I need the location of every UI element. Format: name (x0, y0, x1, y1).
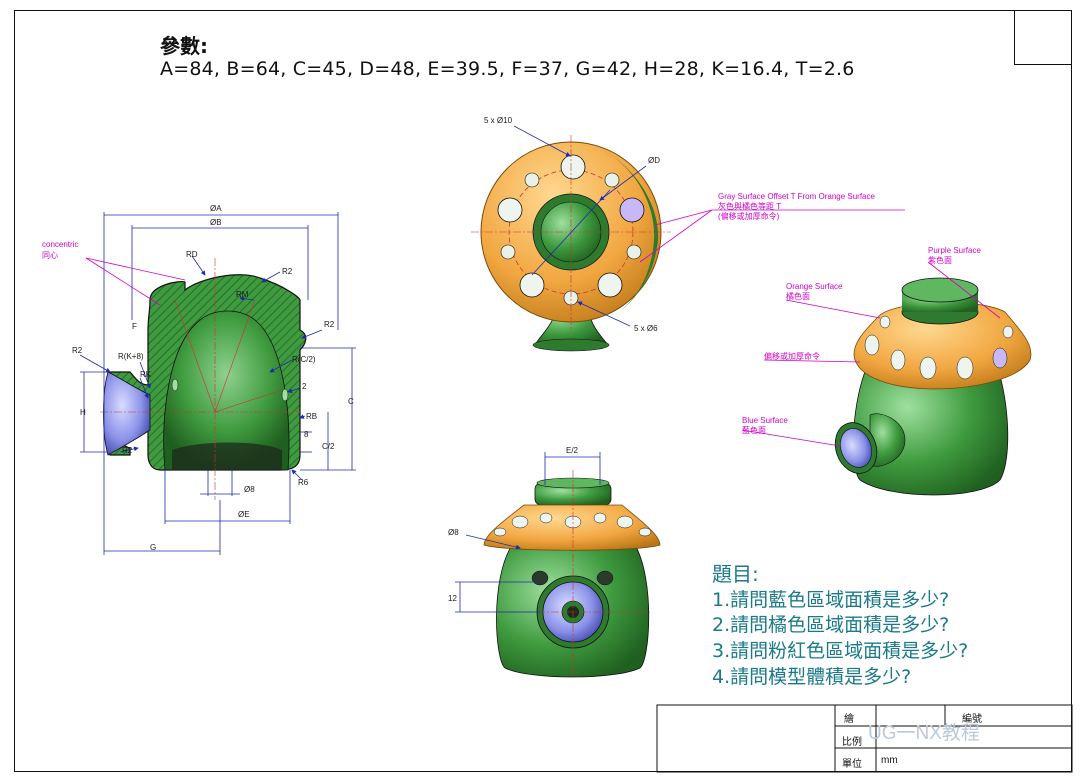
orange-surface-en: Orange Surface (786, 282, 843, 291)
dim-r-c2: R(C/2) (292, 355, 316, 364)
dim-phi8: Ø8 (244, 485, 255, 494)
dim-holes10: 5 x Ø10 (484, 116, 513, 125)
tb-number-label: 編號 (962, 714, 982, 725)
dim-phiE: ØE (238, 510, 250, 519)
question-1: 1.請問藍色區域面積是多少? (712, 589, 950, 611)
watermark: UG一NX教程 (868, 723, 980, 744)
dim-f: F (132, 322, 137, 331)
gray-surface-en: Gray Surface Offset T From Orange Surfac… (718, 192, 875, 201)
dim-phiB: ØB (210, 218, 222, 227)
section-view (100, 258, 307, 500)
dim-h: H (80, 408, 86, 417)
tb-drawing-label: 繪 (844, 714, 854, 725)
dim-g: G (150, 543, 157, 552)
tb-ratio-label: 比例 (842, 737, 862, 748)
iso-view (834, 277, 1032, 496)
title-block (656, 704, 1073, 773)
params-values: A=84, B=64, C=45, D=48, E=39.5, F=37, G=… (160, 58, 855, 80)
dim-e2: E/2 (566, 446, 579, 455)
dim-two: 2 (302, 382, 307, 391)
dim-r2-right: R2 (324, 320, 335, 329)
tb-unit-value: mm (881, 755, 898, 766)
dim-eight: 8 (304, 430, 309, 439)
purple-surface-en: Purple Surface (928, 246, 981, 255)
question-2: 2.請問橘色區域面積是多少? (712, 614, 950, 636)
gray-surface-zh1: 灰色與橘色等距 T (718, 202, 782, 211)
dim-rk8: R(K+8) (118, 352, 144, 361)
blue-surface-zh: 藍色面 (742, 426, 766, 435)
dim-r2-top: R2 (282, 267, 293, 276)
corner-box (1014, 10, 1072, 65)
orange-surface-zh: 橘色面 (786, 292, 810, 301)
params-title: 參數: (160, 34, 208, 58)
top-view (471, 135, 671, 352)
dim-rd: RD (186, 250, 198, 259)
dim-phiA: ØA (210, 204, 222, 213)
dim-front-phi8: Ø8 (448, 528, 459, 537)
dim-rk: RK (140, 370, 152, 379)
blue-surface-en: Blue Surface (742, 416, 788, 425)
sheet-border (14, 10, 1072, 772)
dim-r6: R6 (298, 478, 309, 487)
dim-holes6: 5 x Ø6 (634, 324, 658, 333)
tb-unit-label: 單位 (842, 759, 862, 770)
dim-c2: C/2 (322, 442, 335, 451)
dim-rm: R​M (236, 290, 249, 299)
gray-surface-zh2: (偏移或加厚命令) (718, 212, 780, 221)
concentric-label-en: concentric (42, 240, 79, 249)
offset-command-zh: 偏移或加厚命令 (764, 352, 820, 361)
question-4: 4.請問模型體積是多少? (712, 666, 912, 688)
front-view (483, 470, 661, 678)
dim-twelve: 12 (448, 594, 457, 603)
questions-title: 題目: (712, 562, 759, 586)
dim-r2-bottom: R2 (122, 446, 133, 455)
concentric-label-zh: 同心 (42, 251, 58, 260)
dim-r2-left: R2 (72, 346, 83, 355)
purple-surface-zh: 紫色面 (928, 256, 952, 265)
dim-c: C (348, 397, 354, 406)
dim-rb: RB (306, 412, 318, 421)
dim-phiD: ØD (648, 156, 660, 165)
question-3: 3.請問粉紅色區域面積是多少? (712, 640, 969, 662)
